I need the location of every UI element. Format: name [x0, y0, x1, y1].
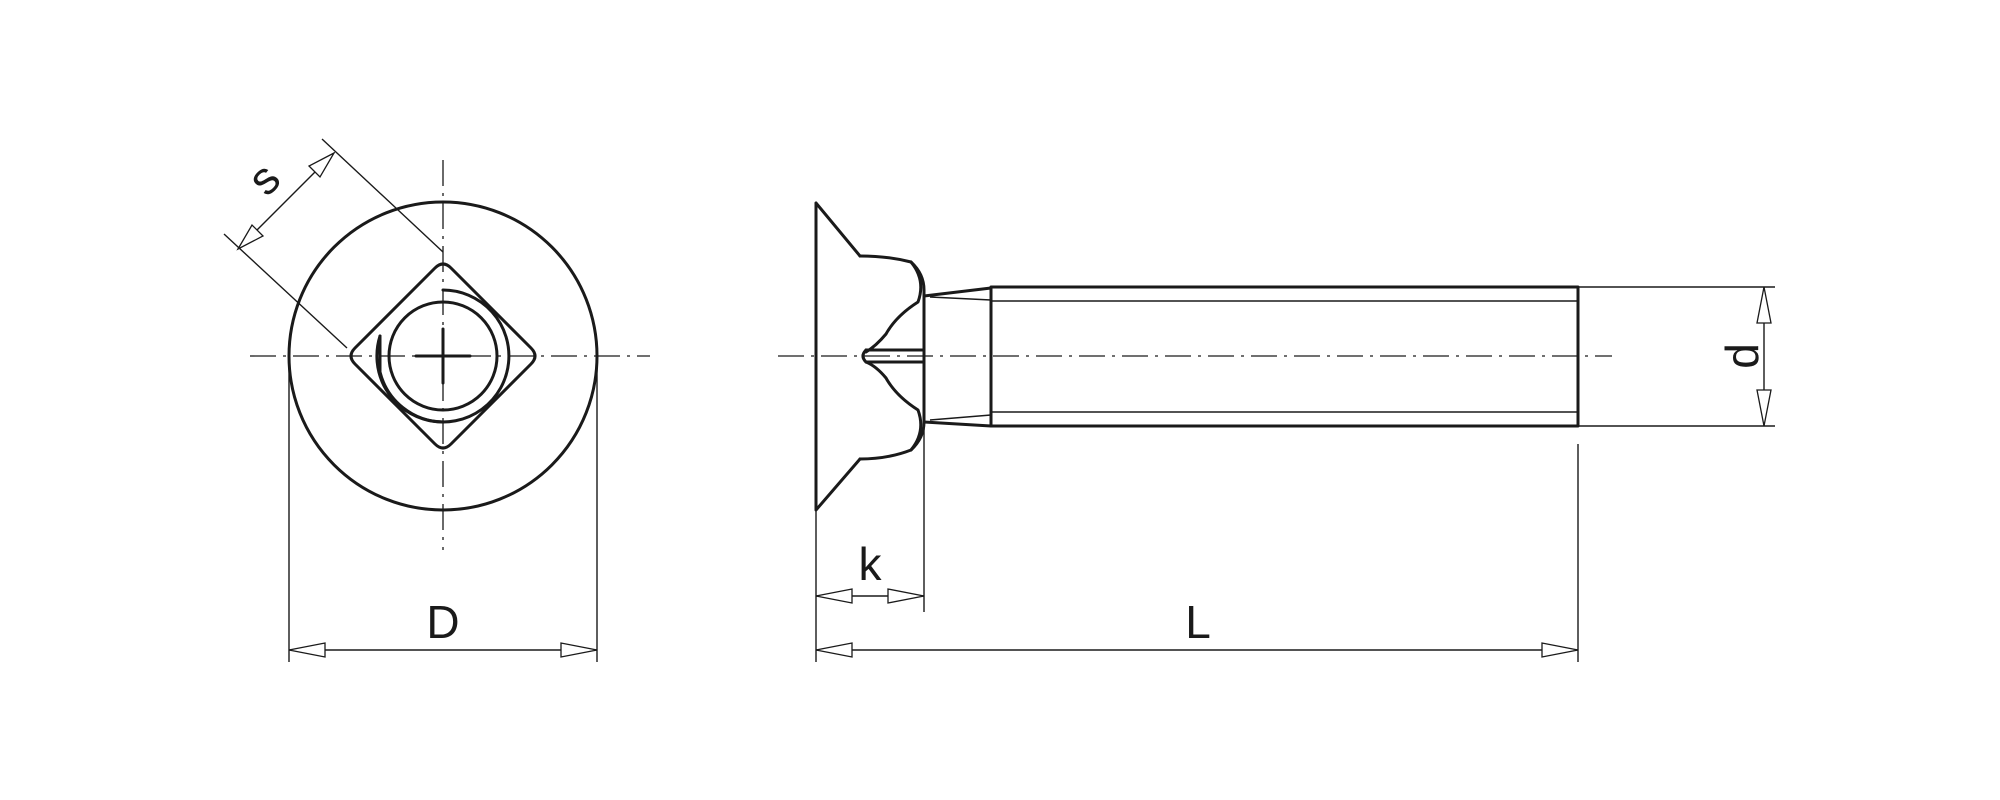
dimension-D: D — [288, 356, 598, 662]
neck-inner-top — [929, 296, 992, 301]
L-arrow-left — [815, 642, 853, 658]
k-arrow-left — [815, 588, 853, 604]
D-label: D — [426, 596, 459, 648]
s-extension-line-1 — [321, 138, 444, 253]
k-arrow-right — [887, 588, 925, 604]
L-label: L — [1185, 596, 1211, 648]
screw-shank — [989, 285, 1580, 428]
head-slot-end — [861, 348, 868, 364]
head-top-view: s D — [223, 138, 650, 662]
s-arrow-upper — [307, 151, 336, 179]
s-extension-line-2 — [223, 233, 348, 349]
dimension-s: s — [223, 138, 444, 349]
d-label: d — [1716, 343, 1768, 369]
head-lobe-lower — [858, 360, 923, 461]
screw-side-view: k L d — [778, 201, 1775, 662]
recess-inner-circle — [387, 300, 499, 412]
d-arrow-bottom — [1756, 389, 1772, 427]
dimension-k: k — [815, 422, 925, 612]
L-arrow-right — [1541, 642, 1579, 658]
s-label: s — [237, 152, 290, 205]
dimension-d: d — [1578, 286, 1775, 427]
head-lobe-upper — [858, 254, 923, 354]
neck-inner-bottom — [929, 414, 992, 421]
k-label: k — [859, 538, 883, 590]
neck-top — [922, 286, 993, 298]
square-socket — [349, 262, 537, 450]
neck-bottom — [922, 420, 993, 428]
recess-ring-segment — [378, 334, 445, 424]
s-arrow-lower — [236, 223, 265, 251]
dimension-L: L — [815, 444, 1579, 662]
head-lobe-upper-back — [909, 260, 926, 352]
d-arrow-top — [1756, 286, 1772, 324]
D-arrow-left — [288, 642, 326, 658]
D-arrow-right — [560, 642, 598, 658]
